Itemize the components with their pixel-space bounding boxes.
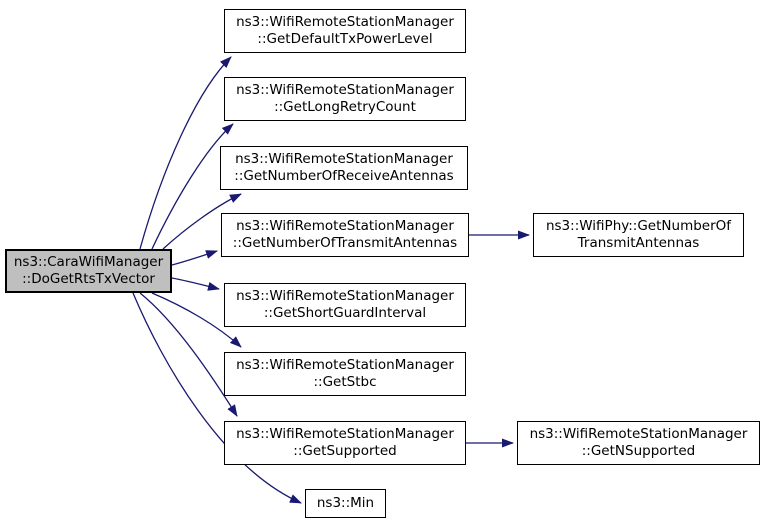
node-label-line2: ::GetNumberOfReceiveAntennas	[234, 168, 454, 184]
node-get-number-of-transmit-antennas[interactable]: ns3::WifiRemoteStationManager ::GetNumbe…	[221, 213, 469, 257]
edge-main-to-min	[132, 292, 302, 504]
node-label-line2: ::GetShortGuardInterval	[263, 305, 427, 321]
node-label-line1: ns3::WifiPhy::GetNumberOf	[545, 218, 732, 234]
edge-main-to-getdefaulttxpowerlevel	[139, 56, 232, 250]
node-label-line1: ns3::CaraWifiManager	[13, 254, 164, 270]
node-label-line1: ns3::WifiRemoteStationManager	[236, 218, 454, 234]
edge-main-to-getsupported	[139, 292, 238, 417]
node-label-line1: ns3::WifiRemoteStationManager	[529, 426, 748, 442]
node-get-default-tx-power-level[interactable]: ns3::WifiRemoteStationManager ::GetDefau…	[224, 9, 466, 53]
node-label-line1: ns3::WifiRemoteStationManager	[236, 357, 454, 373]
node-label-line2: ::GetSupported	[293, 443, 397, 459]
node-label-line1: ns3::WifiRemoteStationManager	[236, 288, 454, 304]
node-get-n-supported[interactable]: ns3::WifiRemoteStationManager ::GetNSupp…	[517, 421, 760, 465]
node-get-supported[interactable]: ns3::WifiRemoteStationManager ::GetSuppo…	[224, 421, 466, 465]
node-label-line1: ns3::WifiRemoteStationManager	[236, 82, 454, 98]
node-label-line2: ::GetDefaultTxPowerLevel	[257, 31, 433, 47]
edge-main-to-getnumberoftransmitantennas	[171, 250, 218, 266]
edge-main-to-getshortguardinterval	[171, 277, 220, 291]
node-get-long-retry-count[interactable]: ns3::WifiRemoteStationManager ::GetLongR…	[224, 77, 466, 121]
node-label-line2: ::GetLongRetryCount	[274, 99, 416, 115]
edge-main-to-getnumberofreceiveantennas	[162, 193, 242, 250]
node-label-line2: ::GetStbc	[313, 374, 377, 390]
node-label-line2: TransmitAntennas	[577, 235, 700, 251]
node-get-short-guard-interval[interactable]: ns3::WifiRemoteStationManager ::GetShort…	[224, 283, 466, 327]
node-get-stbc[interactable]: ns3::WifiRemoteStationManager ::GetStbc	[224, 352, 466, 396]
node-label-line2: ::GetNumberOfTransmitAntennas	[232, 235, 458, 251]
edge-main-to-getstbc	[151, 292, 242, 348]
edge-main-to-getlongretrycount	[151, 123, 234, 250]
node-label-line1: ns3::WifiRemoteStationManager	[236, 426, 454, 442]
node-min[interactable]: ns3::Min	[305, 489, 386, 518]
node-label-line2: ::DoGetRtsTxVector	[22, 271, 155, 287]
node-wifiphy-get-number-of-transmit-antennas[interactable]: ns3::WifiPhy::GetNumberOf TransmitAntenn…	[533, 213, 744, 257]
node-label-line1: ns3::WifiRemoteStationManager	[235, 151, 453, 167]
node-label-line1: ns3::Min	[316, 495, 375, 511]
node-label-line1: ns3::WifiRemoteStationManager	[236, 14, 454, 30]
node-label-line2: ::GetNSupported	[581, 443, 696, 459]
node-do-get-rts-tx-vector[interactable]: ns3::CaraWifiManager ::DoGetRtsTxVector	[5, 249, 172, 293]
node-get-number-of-receive-antennas[interactable]: ns3::WifiRemoteStationManager ::GetNumbe…	[220, 146, 468, 190]
